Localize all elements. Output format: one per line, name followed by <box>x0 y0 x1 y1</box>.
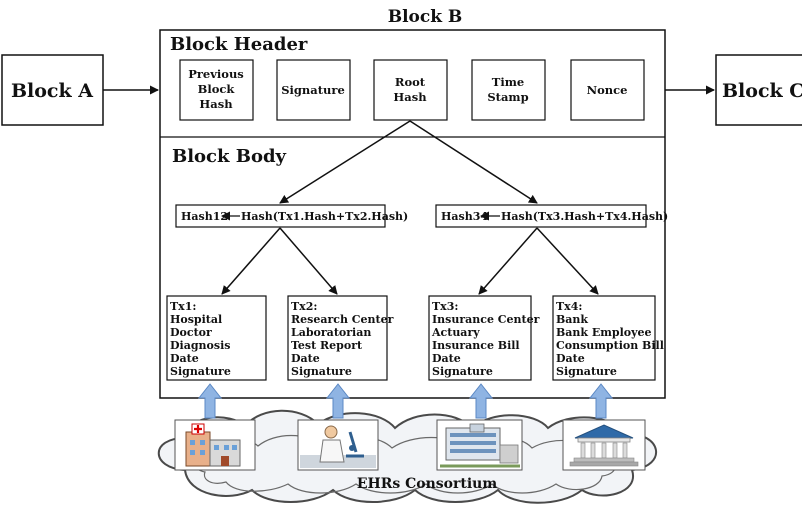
tx2-box: Tx2: Research Center Laboratorian Test R… <box>287 295 394 381</box>
consortium-label: EHRs Consortium <box>357 476 498 492</box>
tx1-line: Tx1: <box>170 300 196 313</box>
researcher-microscope-icon <box>297 419 379 471</box>
arrow-root-to-hash34 <box>409 120 538 204</box>
tx1-box: Tx1: Hospital Doctor Diagnosis Date Sign… <box>166 295 267 381</box>
tx4-line: Date <box>556 352 585 365</box>
tx4-line: Bank Employee <box>556 326 652 339</box>
tx4-box: Tx4: Bank Bank Employee Consumption Bill… <box>552 295 664 381</box>
field-nonce-label: Nonce <box>587 83 628 97</box>
upload-arrow-tx1 <box>197 383 223 419</box>
field-nonce <box>570 59 645 121</box>
tx4-line: Consumption Bill <box>556 339 664 352</box>
tx1-line: Date <box>170 352 199 365</box>
field-signature-label: Signature <box>281 83 345 97</box>
field-previous-line2: Block <box>198 82 236 96</box>
tx1-line: Diagnosis <box>170 339 230 352</box>
tx3-line: Tx3: <box>432 300 458 313</box>
arrow-root-to-hash12 <box>279 120 411 204</box>
field-time-line1: Time <box>492 75 524 89</box>
hash12-formula: Hash(Tx1.Hash+Tx2.Hash) <box>241 210 408 223</box>
tx2-line: Research Center <box>291 313 394 326</box>
tx3-line: Date <box>432 352 461 365</box>
tx3-line: Signature <box>432 365 493 378</box>
tx3-line: Insurance Center <box>432 313 540 326</box>
tx2-line: Date <box>291 352 320 365</box>
insurance-building-icon <box>436 419 523 471</box>
block-c-box <box>715 54 802 126</box>
upload-arrow-tx4 <box>588 383 614 419</box>
tx4-line: Bank <box>556 313 588 326</box>
hash12-node <box>175 204 386 228</box>
block-body-title: Block Body <box>172 146 287 167</box>
field-root-line2: Hash <box>393 90 427 104</box>
tx1-line: Signature <box>170 365 231 378</box>
tx2-line: Tx2: <box>291 300 317 313</box>
bank-icon <box>562 419 646 471</box>
block-a-label: Block A <box>11 80 93 102</box>
block-b-title: Block B <box>388 7 463 27</box>
tx3-box: Tx3: Insurance Center Actuary Insurance … <box>428 295 540 381</box>
block-a-box <box>1 54 104 126</box>
field-signature <box>276 59 351 121</box>
upload-arrow-tx3 <box>468 383 494 419</box>
field-previous-line1: Previous <box>188 67 244 81</box>
arrow-hash34-to-tx3 <box>478 227 538 295</box>
tx1-line: Hospital <box>170 313 222 326</box>
hash34-node <box>435 204 647 228</box>
field-root-line1: Root <box>395 75 426 89</box>
tx4-line: Signature <box>556 365 617 378</box>
field-previous-line3: Hash <box>199 97 233 111</box>
field-previous-block-hash <box>179 59 254 121</box>
block-c-label: Block C <box>722 80 802 102</box>
hash34-formula: Hash(Tx3.Hash+Tx4.Hash) <box>501 210 668 223</box>
field-time-stamp <box>471 59 546 121</box>
hash34-name: Hash34 <box>441 210 488 223</box>
arrow-hash12-to-tx2 <box>279 227 338 295</box>
block-header-title: Block Header <box>170 34 308 55</box>
tx1-line: Doctor <box>170 326 212 339</box>
hash12-name: Hash12 <box>181 210 228 223</box>
tx4-line: Tx4: <box>556 300 582 313</box>
field-time-line2: Stamp <box>487 90 528 104</box>
header-fields: Previous Block Hash Signature Root Hash … <box>179 59 645 121</box>
arrow-hash12-to-tx1 <box>221 227 281 295</box>
tx2-line: Laboratorian <box>291 326 371 339</box>
tx3-line: Actuary <box>431 326 480 339</box>
upload-arrow-tx2 <box>325 383 351 419</box>
tx2-line: Test Report <box>291 339 363 352</box>
arrow-hash34-to-tx4 <box>536 227 599 295</box>
tx3-line: Insurance Bill <box>432 339 520 352</box>
field-root-hash <box>373 59 448 121</box>
hospital-icon <box>174 419 256 471</box>
tx2-line: Signature <box>291 365 352 378</box>
